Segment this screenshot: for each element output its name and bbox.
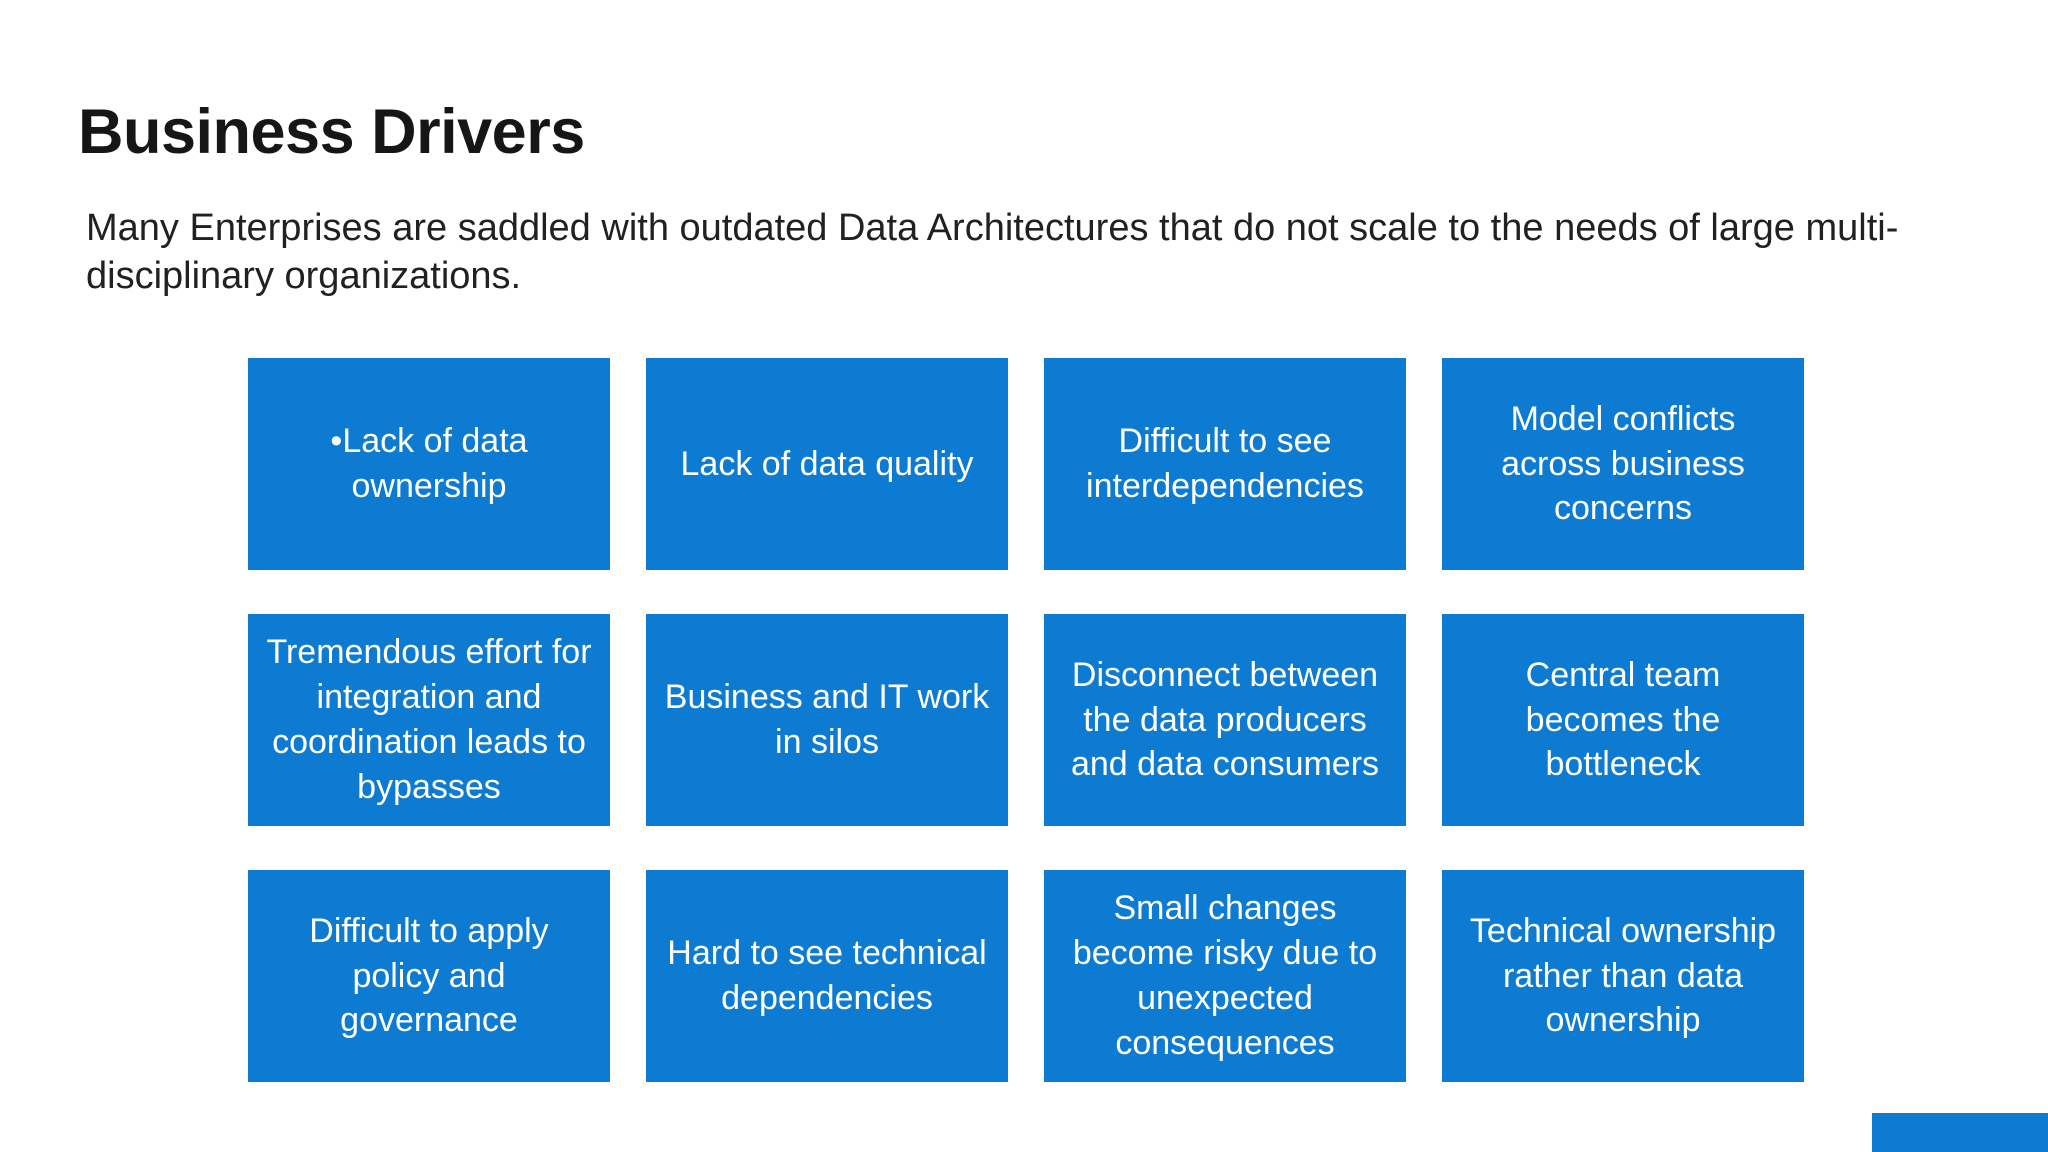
driver-box-lack-of-data-ownership: •Lack of data ownership: [248, 358, 610, 570]
slide-title: Business Drivers: [78, 97, 585, 167]
driver-box-technical-dependencies: Hard to see technical dependencies: [646, 870, 1008, 1082]
driver-box-central-team-bottleneck: Central team becomes the bottleneck: [1442, 614, 1804, 826]
driver-box-policy-governance: Difficult to apply policy and governance: [248, 870, 610, 1082]
subtitle-line-1: Many Enterprises are saddled with outdat…: [86, 207, 1899, 249]
driver-box-technical-vs-data-ownership: Technical ownership rather than data own…: [1442, 870, 1804, 1082]
driver-box-business-it-silos: Business and IT work in silos: [646, 614, 1008, 826]
driver-box-grid: •Lack of data ownership Lack of data qua…: [248, 358, 1804, 1082]
driver-box-interdependencies: Difficult to see interdependencies: [1044, 358, 1406, 570]
driver-box-model-conflicts: Model conflicts across business concerns: [1442, 358, 1804, 570]
driver-box-lack-of-data-quality: Lack of data quality: [646, 358, 1008, 570]
driver-box-small-changes-risky: Small changes become risky due to unexpe…: [1044, 870, 1406, 1082]
corner-box-fragment: [1872, 1113, 2048, 1152]
driver-box-integration-effort: Tremendous effort for integration and co…: [248, 614, 610, 826]
driver-box-producer-consumer-disconnect: Disconnect between the data producers an…: [1044, 614, 1406, 826]
subtitle-line-2: disciplinary organizations.: [86, 255, 522, 297]
slide-subtitle: Many Enterprises are saddled with outdat…: [86, 204, 1966, 300]
